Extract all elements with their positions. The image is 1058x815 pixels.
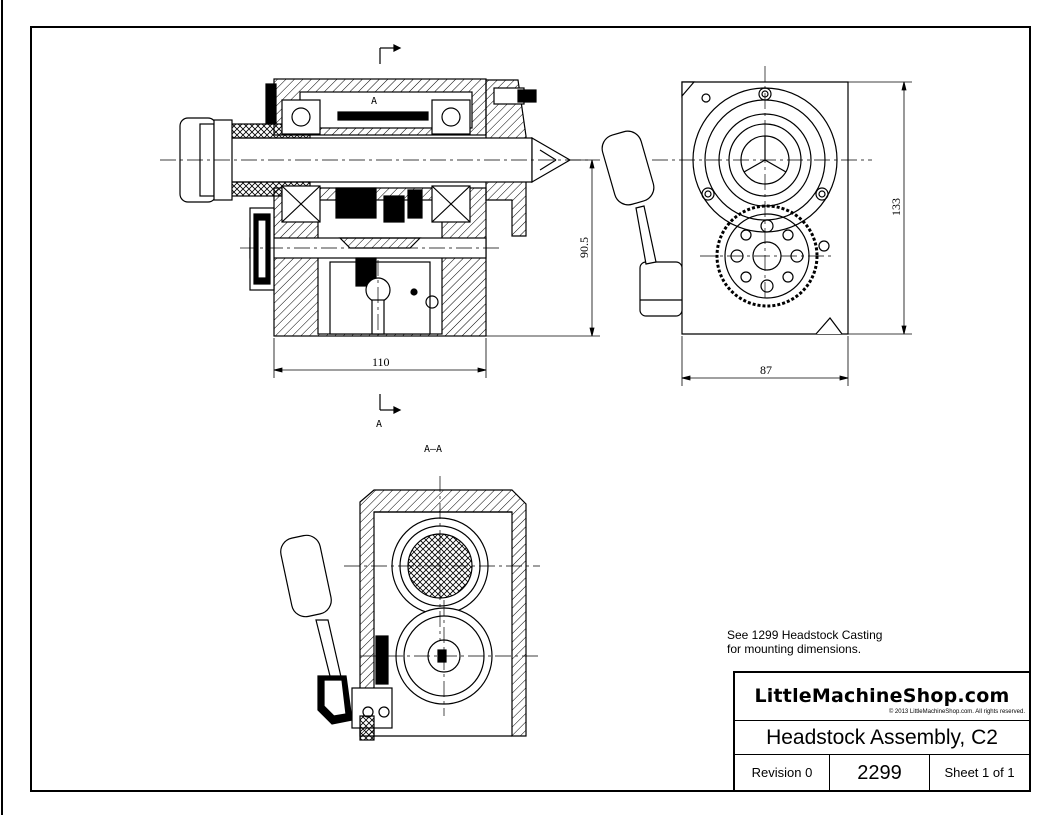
drawing-title: Headstock Assembly, C2 (735, 721, 1029, 755)
dimension-110: 110 (372, 355, 390, 369)
side-view (601, 81, 849, 335)
dimension-87-lines (681, 336, 849, 386)
title-block: LittleMachineShop.com © 2013 LittleMachi… (733, 671, 1029, 791)
front-centerlines (160, 159, 590, 336)
part-number-cell: 2299 (830, 755, 930, 791)
section-aa-title: A—A (424, 444, 442, 455)
mounting-note: See 1299 Headstock Casting for mounting … (727, 628, 882, 656)
dimension-90-5: 90.5 (577, 237, 591, 258)
dimension-87: 87 (760, 363, 772, 377)
sheet-cell: Sheet 1 of 1 (944, 765, 1015, 780)
section-marker-top-label: A (371, 96, 377, 107)
dimension-133: 133 (889, 198, 903, 216)
title-block-info-row: Revision 0 2299 Sheet 1 of 1 (735, 755, 1029, 791)
front-section-view (179, 78, 572, 337)
company-name: LittleMachineShop.com (754, 685, 1010, 707)
dimension-110-lines (273, 338, 487, 378)
drawing-border (30, 26, 1031, 792)
side-centerlines (652, 66, 872, 300)
copyright-notice: © 2013 LittleMachineShop.com. All rights… (888, 709, 1025, 715)
mounting-note-line-2: for mounting dimensions. (727, 642, 862, 656)
dimension-90-5-lines (486, 159, 600, 337)
section-marker-top (379, 44, 402, 64)
mounting-note-line-1: See 1299 Headstock Casting (727, 628, 883, 642)
section-aa-centerlines (344, 476, 540, 716)
revision-cell: Revision 0 (735, 755, 830, 791)
dimension-133-lines (848, 81, 912, 335)
title-block-logo-row: LittleMachineShop.com © 2013 LittleMachi… (735, 673, 1029, 721)
section-marker-bottom-label: A (376, 419, 382, 430)
section-marker-bottom (379, 394, 402, 414)
section-aa-view (280, 489, 527, 741)
